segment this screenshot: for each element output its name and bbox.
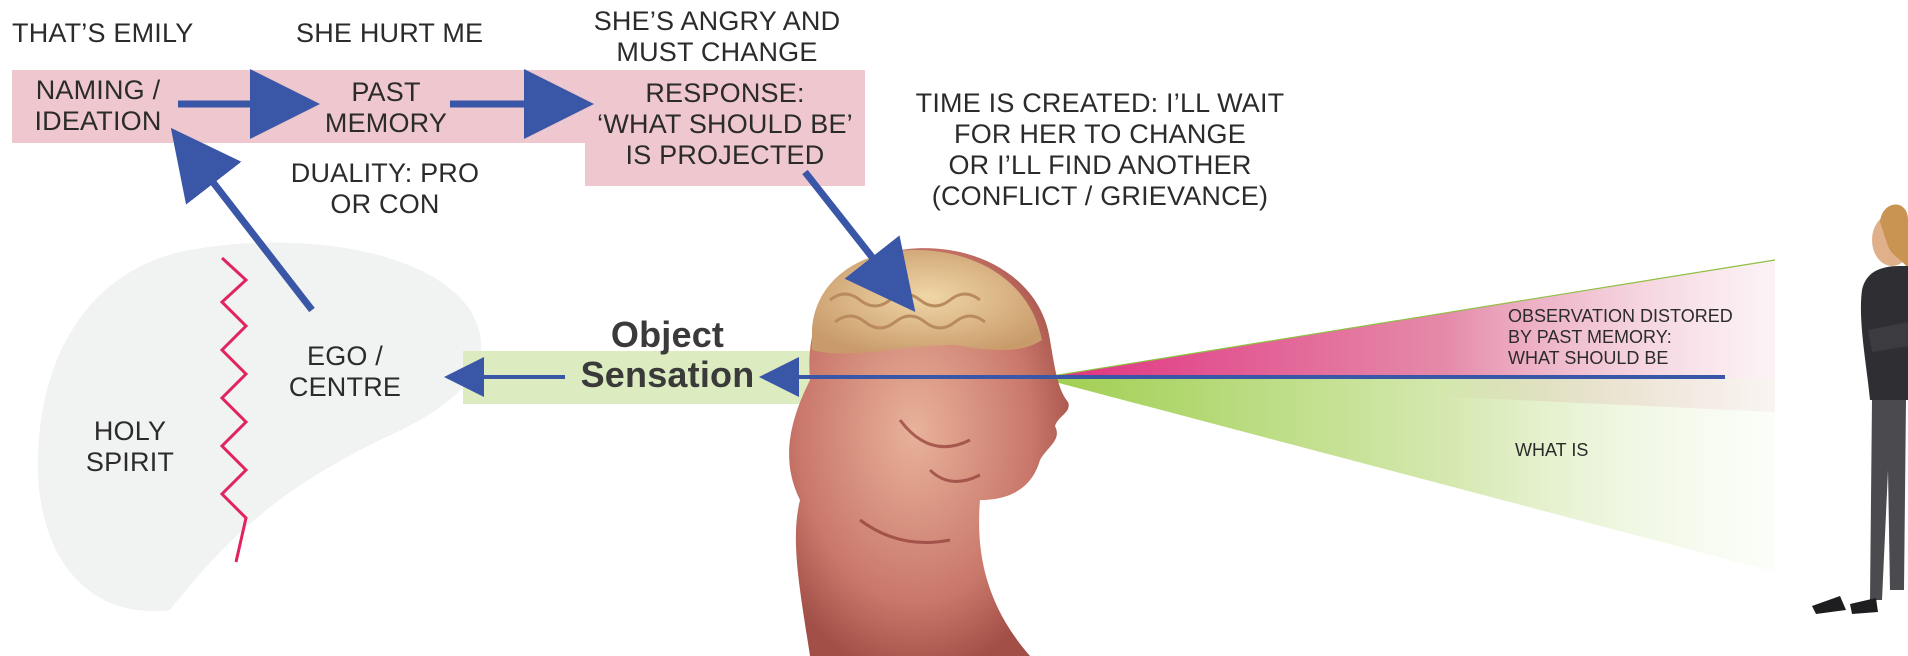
what-is-label: WHAT IS [1515,440,1588,461]
naming-ideation-label: NAMING / IDEATION [18,75,178,137]
response-label: RESPONSE: ‘WHAT SHOULD BE’ IS PROJECTED [586,78,864,171]
observation-label: OBSERVATION DISTORED BY PAST MEMORY: WHA… [1508,306,1733,369]
past-memory-label: PAST MEMORY [306,77,466,139]
label-thats-emily: THAT’S EMILY [12,18,193,49]
label-shes-angry: SHE’S ANGRY AND MUST CHANGE [592,6,842,68]
ego-centre-label: EGO / CENTRE [285,341,405,403]
anatomical-head-icon [789,248,1069,656]
duality-label: DUALITY: PRO OR CON [285,158,485,220]
green-beam [1040,378,1775,572]
time-created-label: TIME IS CREATED: I’LL WAIT FOR HER TO CH… [900,88,1300,212]
holy-spirit-label: HOLY SPIRIT [70,416,190,478]
label-she-hurt-me: SHE HURT ME [296,18,483,49]
object-sensation-label: Object Sensation [570,315,765,395]
standing-woman-icon [1812,204,1908,614]
